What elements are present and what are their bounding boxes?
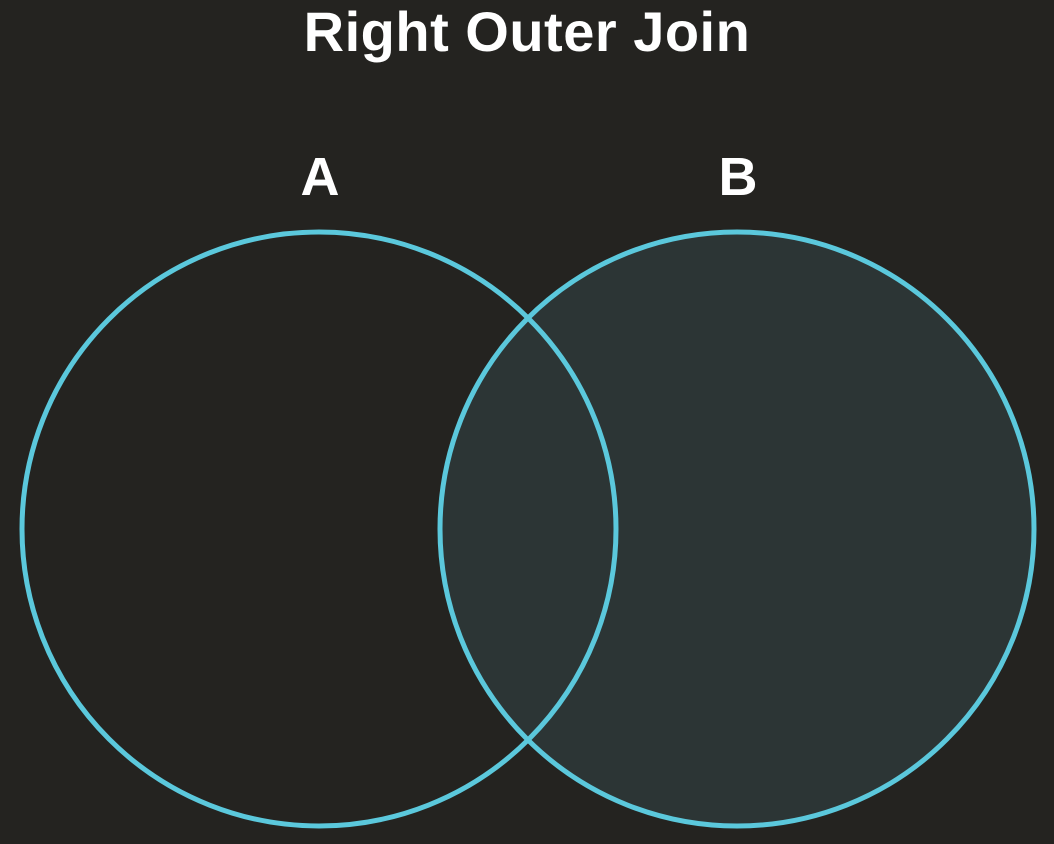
set-b-circle [437,229,1037,829]
set-a-circle [19,229,619,829]
diagram-title: Right Outer Join [303,0,751,63]
set-a-label: A [300,147,340,207]
set-b-label: B [718,147,758,207]
set-b-fill [441,233,1033,825]
